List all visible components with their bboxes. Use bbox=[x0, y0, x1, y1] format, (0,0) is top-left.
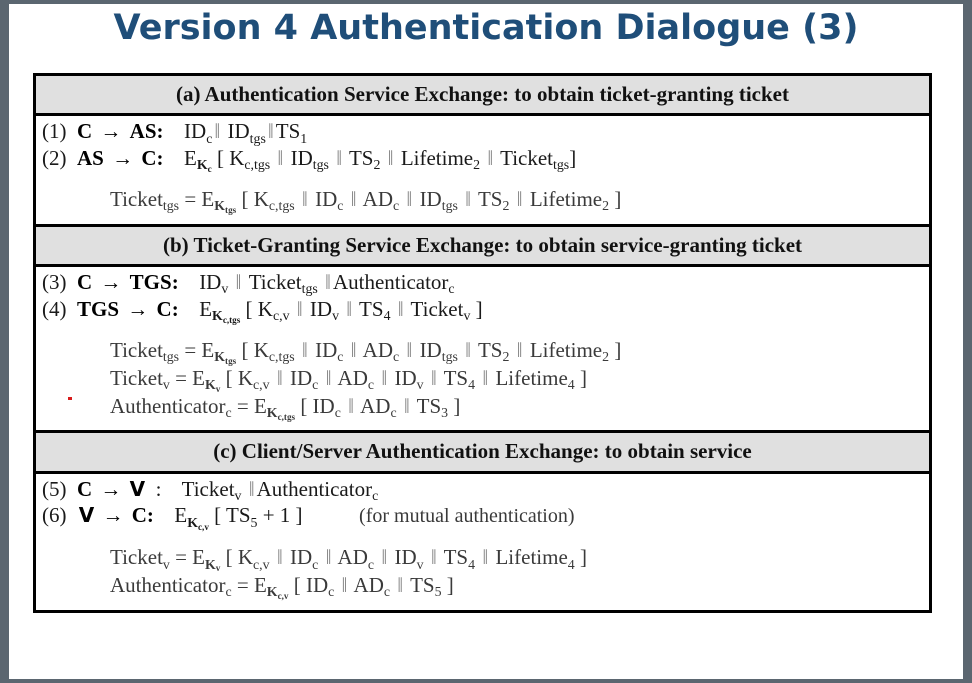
arrow-icon: → bbox=[102, 503, 124, 528]
message-from-5: C bbox=[71, 476, 93, 501]
section-body-c: (5) C → V : Ticketv ‖Authenticatorc (6) … bbox=[36, 474, 929, 610]
slide-frame-left bbox=[0, 0, 9, 683]
message-body-3: IDv ‖ Tickettgs ‖Authenticatorc bbox=[199, 269, 455, 297]
definition-line-c1: Ticketv = EKv [ Kc,v ‖ IDc ‖ ADc ‖ IDv ‖… bbox=[110, 545, 587, 574]
message-number-1: (1) bbox=[42, 119, 67, 144]
slide-frame-right bbox=[963, 0, 972, 683]
definition-line-c2: Authenticatorc = EKc,v [ IDc ‖ ADc ‖ TS5… bbox=[110, 573, 454, 602]
message-from-2: AS bbox=[71, 146, 104, 171]
definition-line-a1: Tickettgs = EKtgs [ Kc,tgs ‖ IDc ‖ ADc ‖… bbox=[110, 186, 622, 216]
message-colon-5: : bbox=[150, 476, 162, 501]
message-line-1: (1) C → AS: IDc‖ IDtgs‖TS1 bbox=[36, 118, 929, 145]
message-from-4: TGS bbox=[71, 296, 120, 321]
stray-red-mark bbox=[68, 397, 72, 400]
message-line-6: (6) V → C: EKc,v [ TS5 + 1 ] (for mutual… bbox=[36, 502, 929, 532]
row-spacer bbox=[36, 172, 929, 186]
definition-line-b1: Tickettgs = EKtgs [ Kc,tgs ‖ IDc ‖ ADc ‖… bbox=[110, 337, 622, 367]
section-body-a: (1) C → AS: IDc‖ IDtgs‖TS1 (2) AS → C: E… bbox=[36, 116, 929, 224]
message-body-2: EKc [ Kc,tgs ‖ IDtgs ‖ TS2 ‖ Lifetime2 ‖… bbox=[184, 146, 577, 175]
page-title: Version 4 Authentication Dialogue (3) bbox=[113, 8, 859, 48]
message-number-2: (2) bbox=[42, 146, 67, 171]
slide-frame-top bbox=[0, 0, 972, 4]
message-line-2: (2) AS → C: EKc [ Kc,tgs ‖ IDtgs ‖ TS2 ‖… bbox=[36, 145, 929, 175]
arrow-icon: → bbox=[100, 476, 122, 501]
definition-line-b2: Ticketv = EKv [ Kc,v ‖ IDc ‖ ADc ‖ IDv ‖… bbox=[110, 365, 587, 394]
message-from-1: C bbox=[71, 119, 93, 144]
slide-frame-bottom bbox=[0, 679, 972, 683]
message-to-1: AS: bbox=[129, 119, 164, 144]
message-to-5: V bbox=[129, 476, 146, 501]
message-note-6: (for mutual authentication) bbox=[359, 505, 575, 528]
kerberos-protocol-table: (a) Authentication Service Exchange: to … bbox=[33, 73, 932, 613]
message-to-6: C: bbox=[131, 503, 154, 528]
arrow-icon: → bbox=[127, 296, 149, 321]
slide-inner-margin-right bbox=[957, 4, 963, 679]
message-to-2: C: bbox=[141, 146, 164, 171]
message-body-5: Ticketv ‖Authenticatorc bbox=[181, 476, 379, 504]
message-number-5: (5) bbox=[42, 476, 67, 501]
section-divider-ab bbox=[36, 223, 929, 227]
message-from-6: V bbox=[71, 503, 95, 528]
row-spacer bbox=[36, 323, 929, 337]
message-to-3: TGS: bbox=[129, 269, 179, 294]
row-spacer bbox=[36, 530, 929, 544]
arrow-icon: → bbox=[112, 146, 134, 171]
message-to-4: C: bbox=[156, 296, 179, 321]
slide-inner-margin-left bbox=[9, 4, 15, 679]
message-number-6: (6) bbox=[42, 503, 67, 528]
arrow-icon: → bbox=[100, 269, 122, 294]
message-line-3: (3) C → TGS: IDv ‖ Tickettgs ‖Authentica… bbox=[36, 269, 929, 296]
arrow-icon: → bbox=[100, 119, 122, 144]
message-from-3: C bbox=[71, 269, 93, 294]
message-number-4: (4) bbox=[42, 296, 67, 321]
message-body-6: EKc,v [ TS5 + 1 ] bbox=[174, 503, 303, 532]
definition-line-b3: Authenticatorc = EKc,tgs [ IDc ‖ ADc ‖ T… bbox=[110, 393, 461, 422]
message-number-3: (3) bbox=[42, 269, 67, 294]
section-header-a: (a) Authentication Service Exchange: to … bbox=[36, 76, 929, 117]
section-header-c: (c) Client/Server Authentication Exchang… bbox=[36, 433, 929, 474]
section-header-b: (b) Ticket-Granting Service Exchange: to… bbox=[36, 226, 929, 267]
message-body-4: EKc,tgs [ Kc,v ‖ IDv ‖ TS4 ‖ Ticketv ] bbox=[199, 296, 483, 326]
section-body-b: (3) C → TGS: IDv ‖ Tickettgs ‖Authentica… bbox=[36, 267, 929, 431]
message-body-1: IDc‖ IDtgs‖TS1 bbox=[184, 119, 308, 146]
message-line-5: (5) C → V : Ticketv ‖Authenticatorc bbox=[36, 476, 929, 503]
message-line-4: (4) TGS → C: EKc,tgs [ Kc,v ‖ IDv ‖ TS4 … bbox=[36, 296, 929, 326]
section-divider-bc bbox=[36, 430, 929, 434]
